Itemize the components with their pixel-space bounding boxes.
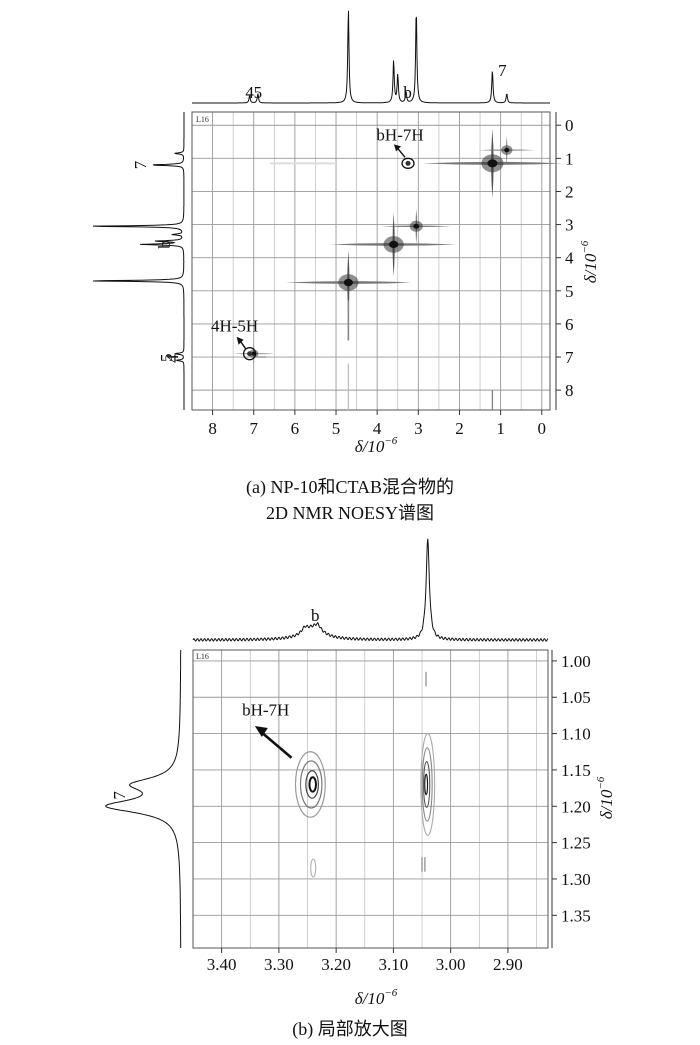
panel-a-caption-line-1: (a) NP-10和CTAB混合物的 [246,477,454,498]
contour-ring [308,776,317,793]
cross-peak-core [389,240,399,249]
y-tick-label: 7 [565,348,574,367]
panel-a-y-ticks: 0 1 2 3 4 5 6 7 8 [555,112,574,410]
panel-b-y-ticks: 1.00 1.05 1.10 1.15 1.20 1.25 1.30 1.35 [551,650,591,948]
x-tick-label: 7 [249,419,258,438]
panel-b-x-ticks: 3.40 3.30 3.20 3.10 3.00 2.90 [207,948,523,974]
annotation-arrowhead [236,336,244,345]
x-tick-label: 3 [414,419,423,438]
panel-a-plot-frame [191,111,551,411]
x-tick-label: 2 [455,419,464,438]
panel-a-y-axis-title: δ/10−6 [579,240,600,283]
cross-peak-core [247,351,253,357]
x-tick-label: 1 [496,419,505,438]
x-tick-label: 2.90 [493,955,523,974]
contour-ring [420,733,436,836]
cross-peak-core [405,160,411,166]
cross-peak-core [504,147,510,153]
cross-peak-circle-marker [242,347,257,361]
y-tick-label: 1.05 [561,688,591,707]
noesy-expanded-panel: 3.40 3.30 3.20 3.10 3.00 2.90 1.00 1.05 1.10 1.1… [105,538,616,1040]
cross-peak-circle-marker [401,157,415,169]
panel-a-x-axis-title: δ/10−6 [355,435,398,456]
top-projection-peak-label: b [403,83,412,102]
contour-ring [421,747,433,822]
x-tick-label: 3.00 [436,955,466,974]
y-tick-label: 1.35 [561,906,591,925]
panel-a-annotations: bH-7H 4H-5H [211,125,424,361]
panel-b-left-projection: 7 [105,650,182,948]
top-projection-peak-label: 4 [245,83,254,102]
panel-b-corner-label: L16 [196,652,209,661]
left-projection-trace [92,112,185,410]
panel-a-x-ticks: 8 7 6 5 4 3 2 1 0 [208,410,546,438]
annotation-arrowhead [254,725,268,737]
y-tick-label: 4 [565,249,574,268]
left-projection-trace [105,650,182,948]
cross-peak-core [413,223,420,229]
x-tick-label: 6 [291,419,300,438]
y-tick-label: 1.30 [561,870,591,889]
y-tick-label: 8 [565,381,574,400]
x-tick-label: 0 [538,419,547,438]
panel-b-grid [193,650,548,948]
y-tick-label: 1.25 [561,834,591,853]
panel-b-caption: (b) 局部放大图 [292,1019,408,1040]
left-projection-peak-label: 4 [163,354,182,363]
panel-b-annotations: bH-7H [242,700,293,759]
left-projection-peak-label: 7 [110,791,129,800]
panel-a-caption-line-2: 2D NMR NOESY谱图 [266,503,434,523]
contour-ring [424,773,429,796]
y-tick-label: 1.10 [561,725,591,744]
y-tick-label: 1.00 [561,652,591,671]
x-tick-label: 4 [373,419,382,438]
cross-peak-core [343,278,353,287]
contour-ring [305,770,319,799]
cross-peak-label: bH-7H [376,125,423,144]
cross-peak-core [487,159,498,168]
panel-a-left-projection: 7 b 54 [92,112,185,410]
y-tick-label: 1 [565,149,574,168]
y-tick-label: 1.20 [561,797,591,816]
top-projection-peak-label: b [311,606,320,625]
x-tick-label: 8 [208,419,217,438]
y-tick-label: 5 [565,282,574,301]
cross-peak-label: bH-7H [242,700,289,719]
top-projection-peak-label: 7 [498,61,507,80]
x-tick-label: 3.30 [264,955,294,974]
panel-b-top-projection: b [192,538,549,642]
top-projection-trace [192,10,550,104]
contour-ring [423,761,431,808]
y-tick-label: 1.15 [561,761,591,780]
y-tick-label: 6 [565,315,574,334]
left-projection-peak-label: 5 [157,353,176,362]
panel-b-plot-frame [192,649,549,949]
top-projection-peak-label: 5 [254,83,263,102]
panel-a-cross-peaks [232,128,563,410]
y-tick-label: 3 [565,216,574,235]
contour-ring [299,760,323,809]
y-tick-label: 0 [565,116,574,135]
x-tick-label: 5 [332,419,341,438]
contour-ring [310,858,317,878]
annotation-arrowhead [394,144,402,152]
top-projection-trace [192,538,549,642]
annotation-arrow [258,728,293,759]
y-tick-label: 2 [565,182,574,201]
x-tick-label: 3.40 [207,955,237,974]
panel-a-corner-label: L16 [196,115,209,124]
x-tick-label: 3.20 [321,955,351,974]
x-tick-label: 3.10 [379,955,409,974]
panel-b-y-axis-title: δ/10−6 [595,776,616,819]
panel-b-x-axis-title: δ/10−6 [355,987,398,1008]
left-projection-peak-label: 7 [131,160,150,169]
cross-peak-label: 4H-5H [211,317,258,336]
left-projection-peak-label: b [155,240,174,249]
contour-ring [294,751,326,818]
cross-peak-core [251,351,256,356]
panel-b-cross-peaks [294,671,436,878]
